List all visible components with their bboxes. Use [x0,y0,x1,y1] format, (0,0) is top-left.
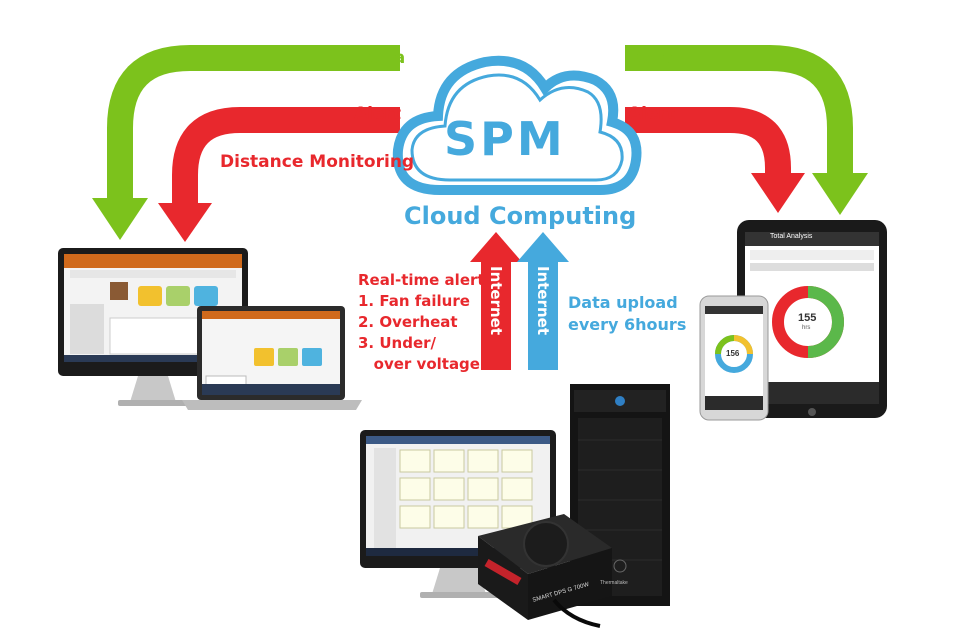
left-alert-arrow [172,107,400,205]
phone-value: 156 [726,349,740,358]
upload-line: every 6hours [568,315,687,334]
internet-down-label: Internet [534,266,552,336]
left-data-arrow [107,45,400,200]
right-alert-label: Alert [628,104,676,124]
left-alert-arrowhead [158,203,212,242]
alert-list: Real-time alert 1. Fan failure 2. Overhe… [358,270,485,375]
left-data-label: Data [360,48,406,68]
left-alert-label: Alert [354,104,402,124]
right-data-label: Data [628,48,674,68]
brand-label: Thermaltake [600,580,628,586]
alert-line: Real-time alert [358,271,485,289]
internet-down-head [517,232,569,262]
right-data-arrow [625,45,853,175]
cloud-subtitle: Cloud Computing [404,202,637,230]
right-alert-arrowhead [751,173,805,213]
psu [478,514,612,628]
cloud-icon [392,55,642,195]
alert-line: over voltage [358,355,480,373]
tablet-value: 155 [798,312,817,324]
tablet-title: Total Analysis [770,233,813,240]
cloud-title: SPM [444,112,566,166]
right-alert-arrow [625,107,791,175]
tablet-unit: hrs [802,325,811,331]
right-data-arrowhead [812,173,868,215]
alert-line: 3. Under/ [358,334,437,352]
dashboard-tiles [399,449,533,529]
left-laptop [182,306,362,410]
right-phone [699,295,769,421]
alert-line: 1. Fan failure [358,292,470,310]
left-data-arrowhead [92,198,148,240]
internet-up-shaft [481,258,511,370]
internet-down-shaft [528,258,558,370]
internet-up-label: Internet [487,266,505,336]
bottom-monitor [360,430,556,598]
distance-monitoring-label: Distance Monitoring [220,152,415,172]
alert-line: 2. Overheat [358,313,458,331]
upload-info: Data upload every 6hours [568,292,686,336]
upload-line: Data upload [568,293,678,312]
internet-up-head [470,232,522,262]
